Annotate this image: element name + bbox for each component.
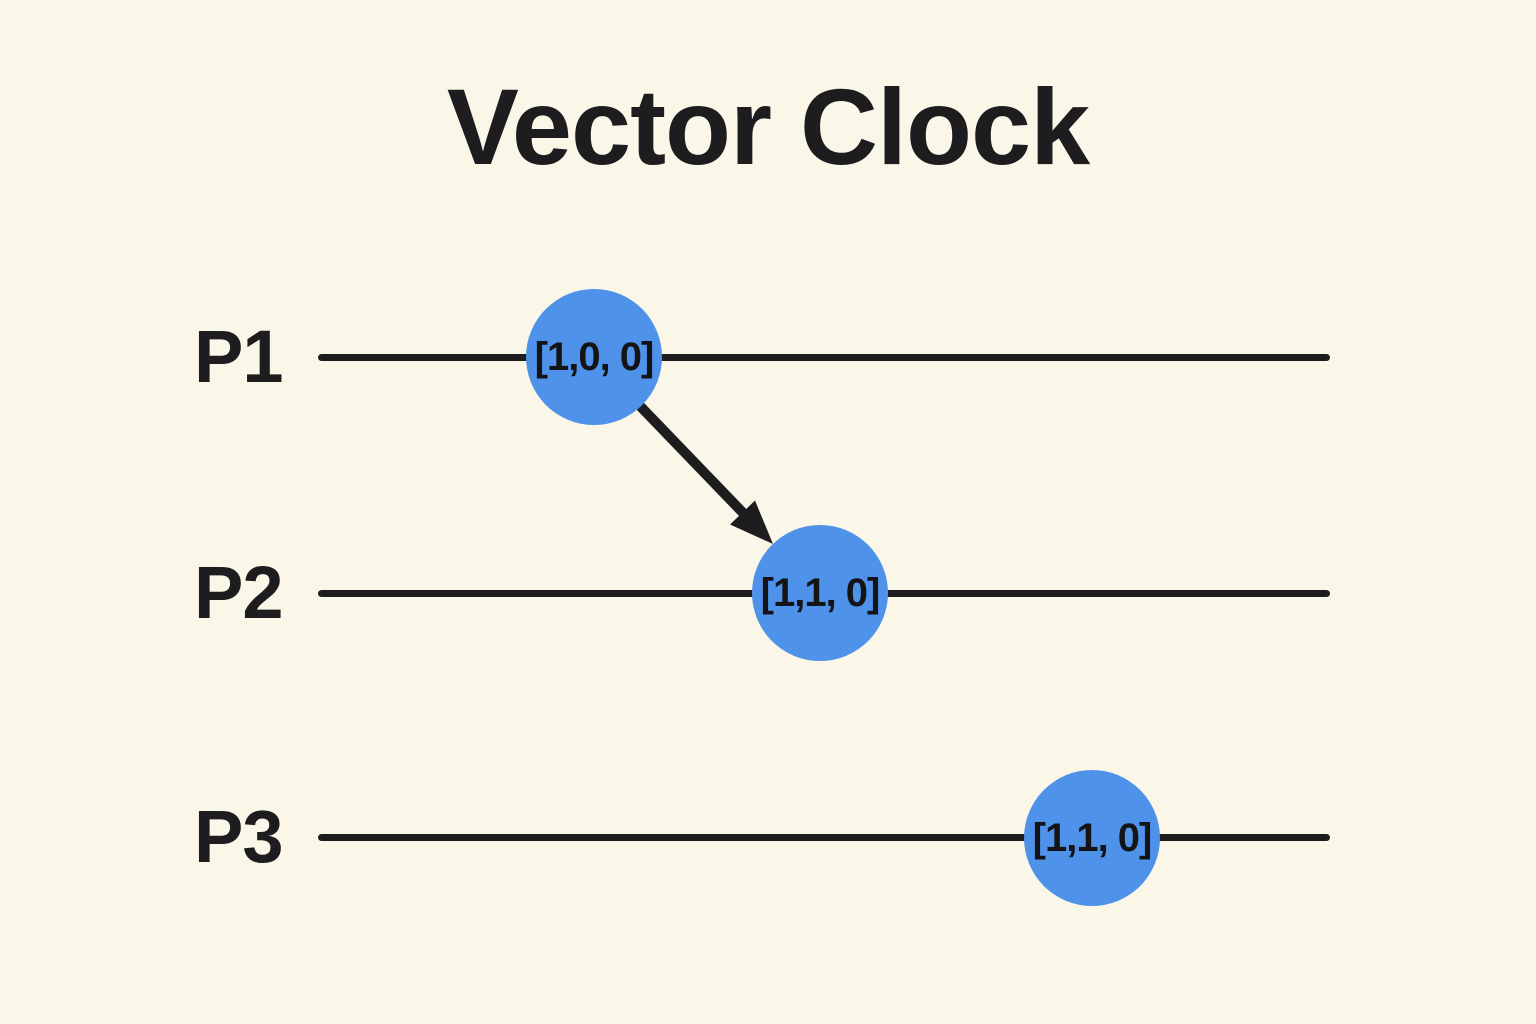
message-arrowhead-icon bbox=[730, 500, 773, 544]
process-label-p3: P3 bbox=[194, 795, 284, 878]
event-clock-value-p2: [1,1, 0] bbox=[760, 570, 881, 615]
timeline-p1 bbox=[318, 354, 1330, 361]
process-label-p1: P1 bbox=[194, 315, 284, 398]
event-clock-value-p1: [1,0, 0] bbox=[534, 334, 655, 379]
diagram-title: Vector Clock bbox=[446, 66, 1090, 187]
timeline-p3 bbox=[318, 834, 1330, 841]
event-circle-p2: [1,1, 0] bbox=[752, 525, 888, 661]
message-arrow-shaft bbox=[636, 402, 752, 522]
event-circle-p1: [1,0, 0] bbox=[526, 289, 662, 425]
event-clock-value-p3: [1,1, 0] bbox=[1032, 815, 1153, 860]
process-label-p2: P2 bbox=[194, 551, 284, 634]
event-circle-p3: [1,1, 0] bbox=[1024, 770, 1160, 906]
